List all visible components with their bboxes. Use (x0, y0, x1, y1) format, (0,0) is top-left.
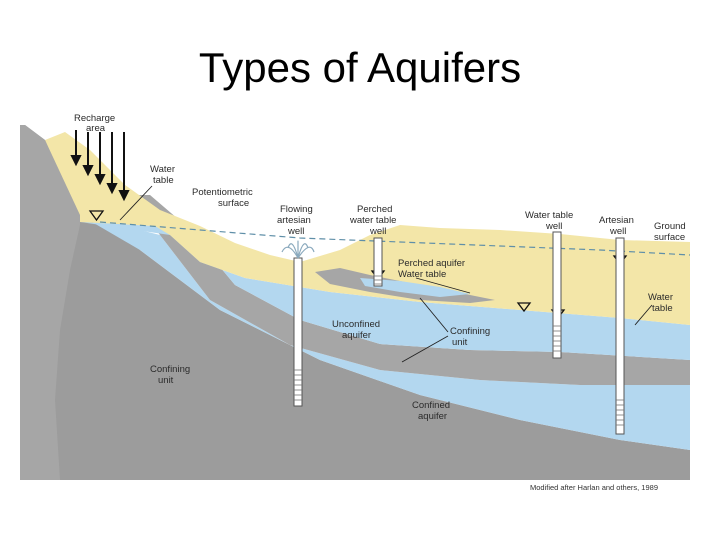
ground-surface-label: Ground surface (654, 221, 688, 243)
flowing-artesian-well (281, 240, 315, 407)
unconfined-aquifer-layer (80, 222, 690, 360)
confined-aquifer-layer (80, 215, 690, 450)
artesian-well-label: Artesian well (599, 215, 637, 237)
recharge-arrows (70, 130, 130, 202)
confining-unit-label-middle: Confining unit (450, 326, 493, 348)
perched-water-table-label: Water table (398, 269, 446, 280)
flowing-artesian-well-label: Flowing artesian well (277, 204, 315, 237)
water-table-marker-right (516, 302, 532, 313)
perched-aquifer-lens (360, 278, 470, 297)
potentiometric-surface-label: Potentiometric surface (192, 187, 255, 209)
potentiometric-surface-line (99, 221, 691, 256)
perched-water-table-well-label: Perched water table well (349, 204, 399, 237)
perched-aquifer-label: Perched aquifer (398, 258, 465, 269)
source-caption: Modified after Harlan and others, 1989 (530, 483, 658, 492)
confined-aquifer-label: Confined aquifer (412, 400, 453, 422)
confining-unit-label-left: Confining unit (150, 364, 193, 386)
sand-layer (45, 132, 690, 325)
artesian-well (615, 237, 625, 435)
bedrock-layer (20, 125, 690, 480)
water-table-label-left: Water table (150, 164, 178, 186)
perched-water-table-well (373, 237, 383, 287)
slide-title: Types of Aquifers (198, 44, 522, 91)
confining-unit-layer (130, 195, 690, 385)
recharge-area-label: Recharge area (74, 113, 118, 134)
water-table-well-label: Water table well (525, 210, 576, 232)
water-table-label-right: Water table (648, 292, 676, 314)
left-confining-wedge (20, 125, 80, 480)
leader-lines (119, 185, 653, 363)
water-table-marker-left (88, 210, 105, 222)
water-table-well (552, 231, 562, 359)
unconfined-aquifer-label: Unconfined aquifer (332, 319, 383, 341)
